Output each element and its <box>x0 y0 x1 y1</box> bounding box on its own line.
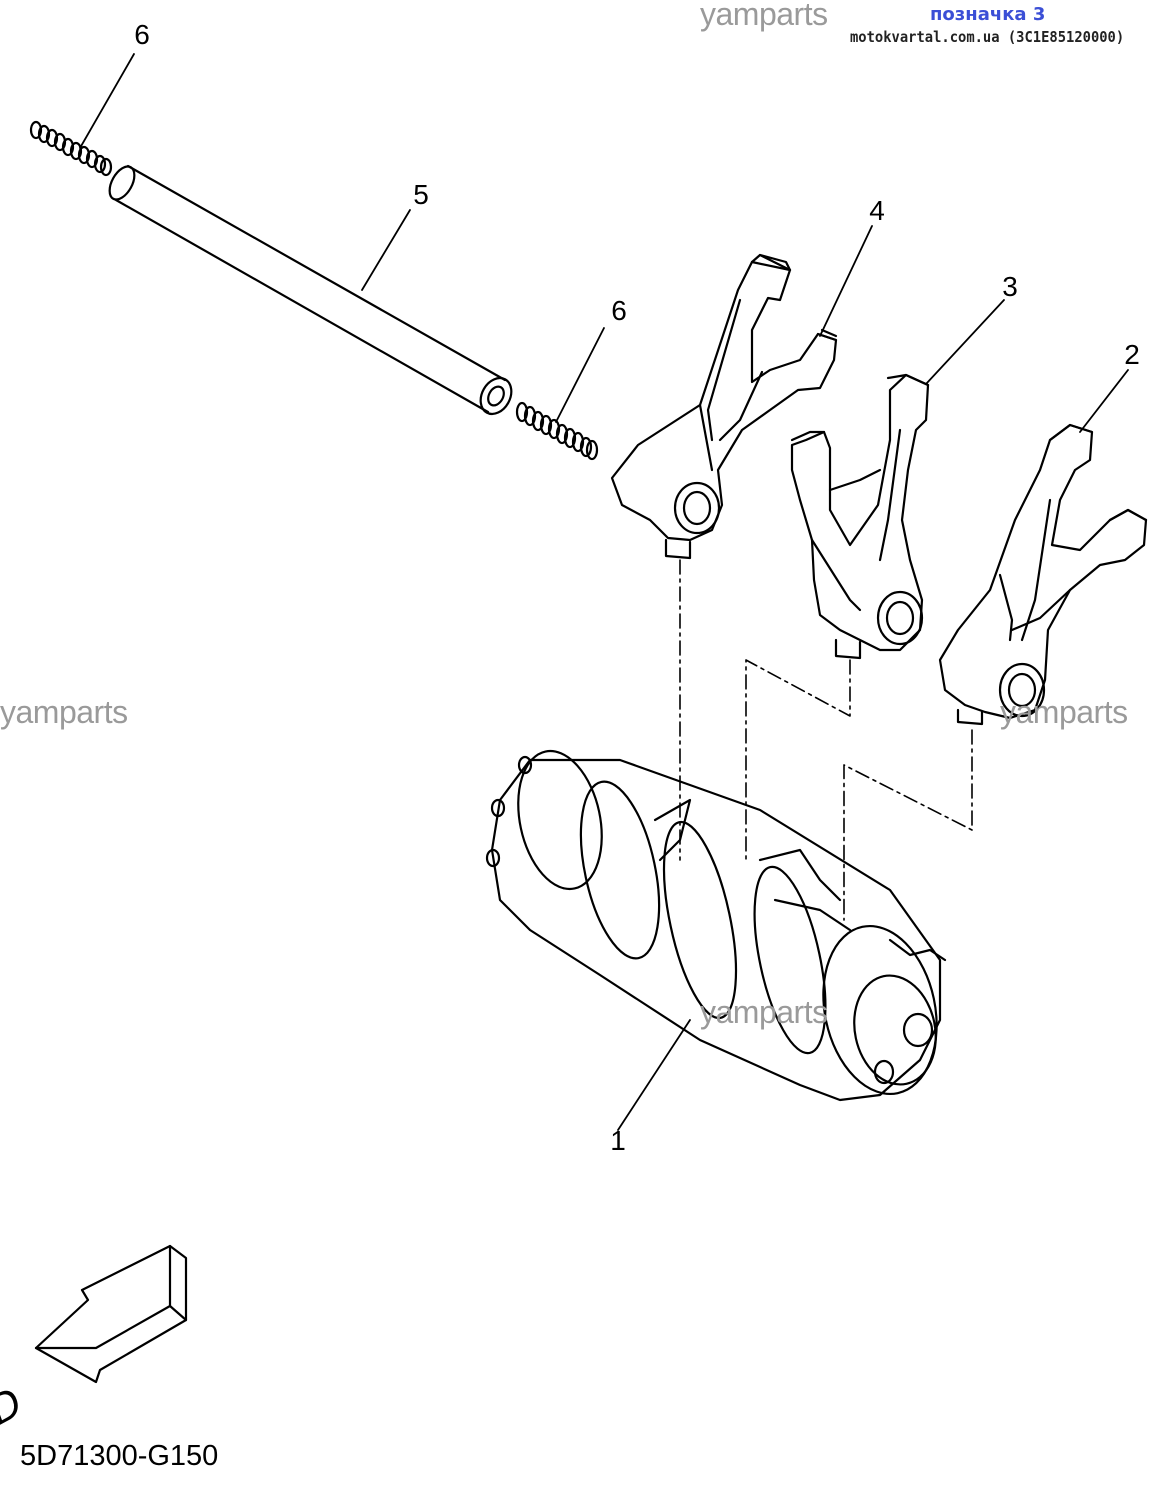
shift-fork-part-2 <box>938 423 1148 726</box>
shift-fork-shaft <box>108 164 513 416</box>
callout-6-top: 6 <box>134 19 150 50</box>
callout-1: 1 <box>610 1125 626 1156</box>
header-source: motokvartal.com.ua (3C1E85120000) <box>850 28 1125 46</box>
callout-6-mid: 6 <box>611 295 627 326</box>
callout-2: 2 <box>1124 339 1140 370</box>
watermark-left: yamparts <box>0 694 128 730</box>
callout-3: 3 <box>1002 271 1018 302</box>
watermark-right: yamparts <box>1000 694 1128 730</box>
callout-4: 4 <box>869 195 885 226</box>
shift-fork-part-3 <box>790 373 930 660</box>
header-mark: позначка 3 <box>930 4 1046 25</box>
spring-part-top <box>29 120 113 177</box>
shift-fork-part-4 <box>610 253 838 560</box>
watermark-center: yamparts <box>700 994 828 1030</box>
watermark-top: yamparts <box>700 0 828 32</box>
shift-drum-part-1 <box>485 749 947 1102</box>
callout-5: 5 <box>413 179 429 210</box>
callout-numbers: 6 5 6 4 3 2 1 <box>134 19 1140 1156</box>
callout-leader-lines <box>79 53 1129 1131</box>
forward-direction-arrow <box>34 1244 188 1384</box>
diagram-code: 5D71300-G150 <box>20 1440 219 1472</box>
alignment-dash-lines <box>679 559 973 921</box>
spring-part-mid <box>515 401 599 461</box>
